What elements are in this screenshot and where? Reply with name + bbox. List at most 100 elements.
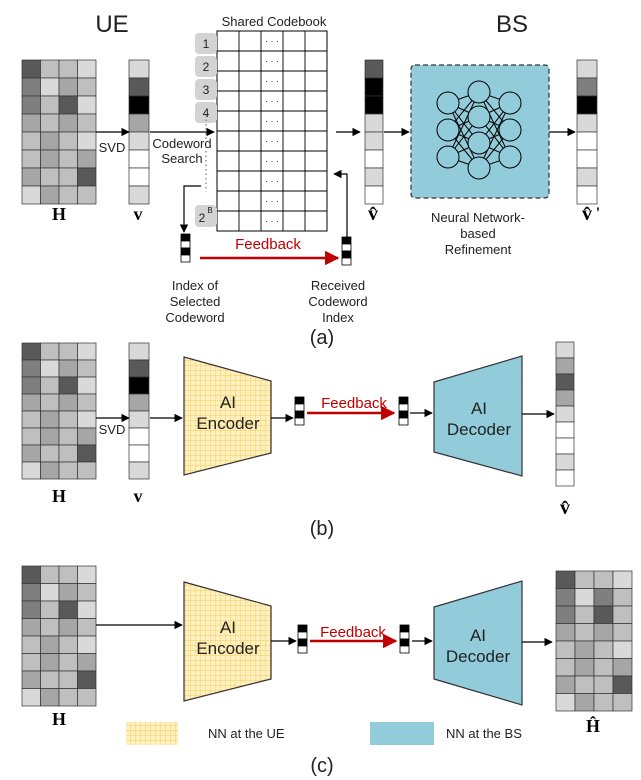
bit-cell [398, 396, 409, 405]
codebook-dots: · · · [265, 56, 279, 66]
caption-a: (a) [310, 327, 334, 349]
matrix-cell [555, 623, 576, 642]
index-badge [195, 56, 217, 77]
vector-cell [128, 410, 150, 429]
vector-cell [555, 453, 575, 471]
matrix-cell [612, 623, 633, 642]
matrix-cell [40, 653, 60, 672]
matrix-cell [574, 570, 595, 589]
nn-refinement-label-1: Neural Network- [431, 210, 525, 225]
nn-neuron [467, 105, 491, 129]
matrix-cell [21, 393, 41, 412]
matrix-cell [21, 600, 41, 619]
vector-cell [128, 131, 150, 151]
nn-neuron [436, 118, 460, 142]
codebook-dots: · · · [265, 116, 279, 126]
caption-c: (c) [310, 755, 333, 777]
encoded-bits-ue-c [297, 624, 308, 654]
matrix-cell [574, 623, 595, 642]
codebook-lookup-arrow [333, 169, 348, 237]
matrix-cell [21, 359, 41, 378]
vector-cell [128, 461, 150, 480]
matrix-cell [593, 623, 614, 642]
bit-cell [399, 624, 410, 633]
vector-cell [576, 167, 598, 187]
matrix-cell [612, 588, 633, 607]
matrix-cell [593, 640, 614, 659]
matrix-cell [77, 185, 97, 205]
encoder-label-2-b: Encoder [196, 414, 260, 433]
ai-encoder-c [183, 581, 272, 702]
matrix-cell [77, 113, 97, 133]
nn-neuron [436, 91, 460, 115]
bit-cell [294, 410, 305, 419]
matrix-cell [40, 410, 60, 429]
matrix-cell [593, 605, 614, 624]
vector-cell [555, 437, 575, 455]
index-badge-number: 2 [203, 60, 210, 74]
matrix-cell [21, 95, 41, 115]
vector-cell [364, 59, 384, 79]
vector-cell [576, 59, 598, 79]
matrix-cell [40, 618, 60, 637]
matrix-cell [58, 461, 78, 480]
bit-cell [297, 645, 308, 654]
matrix-cell [77, 131, 97, 151]
index-badge-last-base: 2 [199, 211, 206, 225]
matrix-cell [40, 670, 60, 689]
vector-cell [128, 59, 150, 79]
vector-cell [128, 444, 150, 463]
bit-cell [180, 233, 191, 242]
codebook-dots: · · · [265, 36, 279, 46]
matrix-cell [58, 600, 78, 619]
codebook-dots: · · · [265, 156, 279, 166]
matrix-cell [21, 149, 41, 169]
channel-matrix-h-c [21, 565, 97, 707]
bit-cell [297, 624, 308, 633]
section-c: AI Encoder Feedback AI Decoder H Ĥ NN at… [21, 565, 633, 777]
matrix-cell [612, 605, 633, 624]
bit-cell [180, 247, 191, 256]
matrix-cell [40, 59, 60, 79]
matrix-cell [40, 393, 60, 412]
matrix-cell [77, 359, 97, 378]
matrix-cell [58, 618, 78, 637]
legend-ue-swatch [126, 722, 178, 745]
matrix-cell [77, 95, 97, 115]
encoder-label-2-c: Encoder [196, 639, 260, 658]
matrix-cell [40, 77, 60, 97]
matrix-cell [58, 185, 78, 205]
matrix-cell [21, 688, 41, 707]
codebook-dots: · · · [265, 176, 279, 186]
matrix-cell [21, 565, 41, 584]
bit-cell [180, 254, 191, 263]
bs-label: BS [496, 11, 528, 38]
matrix-cell [21, 427, 41, 446]
symbol-h-b: H [52, 486, 66, 506]
symbol-prime-mark: ' [596, 205, 600, 222]
vector-cell [576, 113, 598, 133]
codebook-dots-column: · · ·· · ·· · ·· · ·· · ·· · ·· · ·· · ·… [265, 36, 279, 226]
vector-cell [128, 359, 150, 378]
matrix-cell [21, 583, 41, 602]
index-badge-last-exponent: B [207, 206, 212, 215]
matrix-cell [593, 588, 614, 607]
matrix-cell [58, 167, 78, 187]
section-a: UE BS Shared Codebook SVD Codeword Searc… [21, 11, 600, 349]
vector-cell [576, 185, 598, 205]
matrix-cell [77, 59, 97, 79]
vector-cell [364, 113, 384, 133]
nn-neuron [498, 91, 522, 115]
vector-cell [128, 393, 150, 412]
matrix-cell [21, 342, 41, 361]
reconstructed-vector-vhat [364, 59, 384, 205]
symbol-h-a: H [52, 204, 66, 224]
received-bits-bs-c [399, 624, 410, 654]
index-selected-label-1: Index of [172, 278, 219, 293]
matrix-cell [593, 658, 614, 677]
matrix-cell [58, 427, 78, 446]
matrix-cell [77, 600, 97, 619]
matrix-cell [40, 583, 60, 602]
